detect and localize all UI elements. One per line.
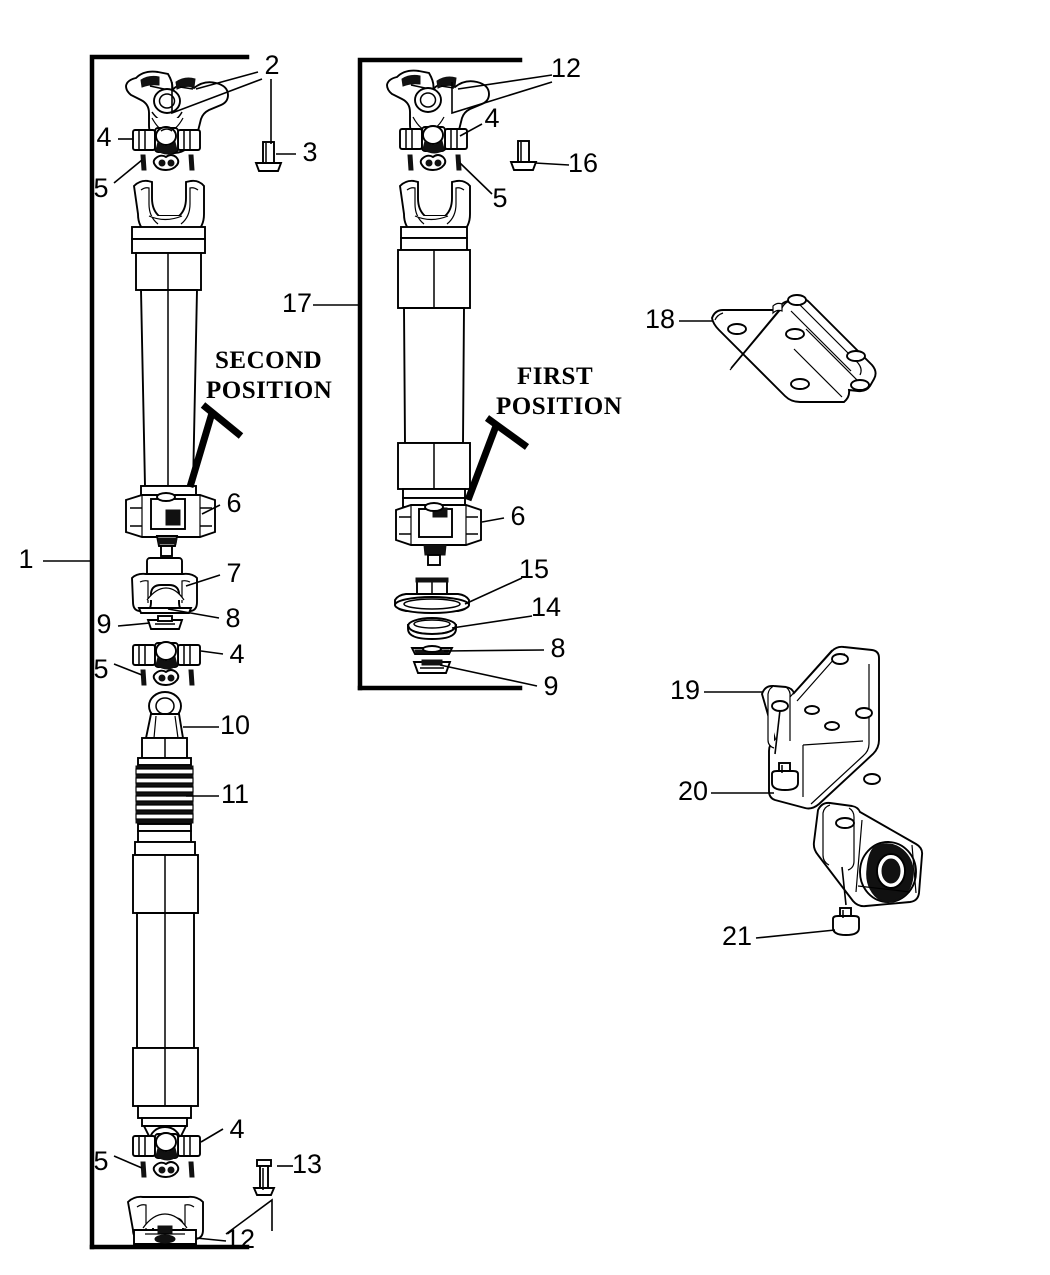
- callout-8-left: 8: [225, 603, 240, 633]
- part-isolator-bolt-21: [832, 907, 860, 936]
- part-slip-yoke-7: [131, 557, 198, 614]
- callout-6-right: 6: [510, 501, 525, 531]
- leader-lines: [43, 71, 836, 1242]
- position-pointer-first: [464, 415, 530, 502]
- part-universal-joint-cross-bottom-left: [132, 1132, 201, 1161]
- callout-9-left: 9: [96, 609, 111, 639]
- callout-17: 17: [282, 288, 312, 318]
- callout-4-mid-left: 4: [229, 639, 244, 669]
- part-slip-joint-yoke-10: [141, 691, 188, 759]
- part-flange-bolt-16: [509, 140, 538, 171]
- part-crossmember-bracket-18: [711, 294, 877, 403]
- callout-4-bottom-left: 4: [229, 1114, 244, 1144]
- callout-8-right: 8: [550, 633, 565, 663]
- callout-19: 19: [670, 675, 700, 705]
- part-support-bracket-19: [761, 645, 881, 810]
- callout-13: 13: [292, 1149, 322, 1179]
- callout-1: 1: [18, 544, 33, 574]
- callout-10: 10: [220, 710, 250, 740]
- callout-12-top: 12: [551, 53, 581, 83]
- driveshaft-right: [397, 179, 471, 508]
- part-center-bearing-support-left: [125, 492, 216, 557]
- callout-4-top-left: 4: [96, 122, 111, 152]
- callout-5-mid-left: 5: [93, 654, 108, 684]
- callout-12-bottom: 12: [225, 1224, 255, 1254]
- callout-5-bottom-left: 5: [93, 1146, 108, 1176]
- callout-9-right: 9: [543, 671, 558, 701]
- first-position-line1: FIRST: [517, 363, 593, 390]
- callout-6-left: 6: [226, 488, 241, 518]
- callout-15: 15: [519, 554, 549, 584]
- part-slip-joint-boot-11: [135, 757, 194, 832]
- callout-20: 20: [678, 776, 708, 806]
- part-snap-ring-mid-left: [140, 669, 195, 686]
- position-label-first: FIRST POSITION: [496, 363, 622, 420]
- callout-16: 16: [568, 148, 598, 178]
- part-universal-joint-cross-top-right: [399, 125, 468, 154]
- part-washer-8-right: [410, 645, 454, 655]
- part-center-bearing-support-right: [395, 502, 482, 566]
- callout-numbers: 1 2 3 4 5 4 5 6 7 8 9 4 5 10 11 4 5 13 1…: [18, 50, 752, 1254]
- position-pointer-second: [186, 402, 244, 488]
- second-position-line2: POSITION: [206, 377, 332, 404]
- callout-7: 7: [226, 558, 241, 588]
- callout-11: 11: [221, 779, 249, 809]
- group-bracket-17: [357, 57, 523, 691]
- callout-3: 3: [302, 137, 317, 167]
- part-rear-flange-yoke-bottom-left: [126, 1195, 204, 1245]
- part-universal-joint-cross-mid-left: [132, 641, 201, 670]
- driveshaft-upper-left: [131, 179, 206, 504]
- callout-18: 18: [645, 304, 675, 334]
- group-bracket-1: [89, 54, 250, 1250]
- callout-5-top-left: 5: [93, 173, 108, 203]
- part-snap-ring-top-left: [140, 154, 195, 171]
- part-isolator-bracket-21: [812, 801, 924, 908]
- part-snap-ring-top-right: [407, 154, 462, 171]
- part-universal-joint-cross-top-left: [132, 126, 201, 155]
- driveshaft-lower-left: [132, 830, 199, 1154]
- second-position-line1: SECOND: [215, 347, 322, 374]
- part-nut-9: [146, 615, 184, 630]
- first-position-line2: POSITION: [496, 393, 622, 420]
- part-bracket-bolt-20: [771, 762, 799, 791]
- callout-21: 21: [722, 921, 752, 951]
- part-rear-flange-bolt-13: [252, 1159, 276, 1196]
- callout-5-top-right: 5: [492, 183, 507, 213]
- callout-4-top-right: 4: [484, 103, 499, 133]
- part-deflector-slinger-15: [394, 577, 470, 614]
- part-snap-ring-bottom-left: [140, 1161, 195, 1178]
- part-seal-ring-14: [407, 617, 457, 640]
- callout-2: 2: [264, 50, 279, 80]
- part-flange-bolt-3: [254, 141, 283, 172]
- position-label-second: SECOND POSITION: [206, 347, 332, 404]
- callout-14: 14: [531, 592, 561, 622]
